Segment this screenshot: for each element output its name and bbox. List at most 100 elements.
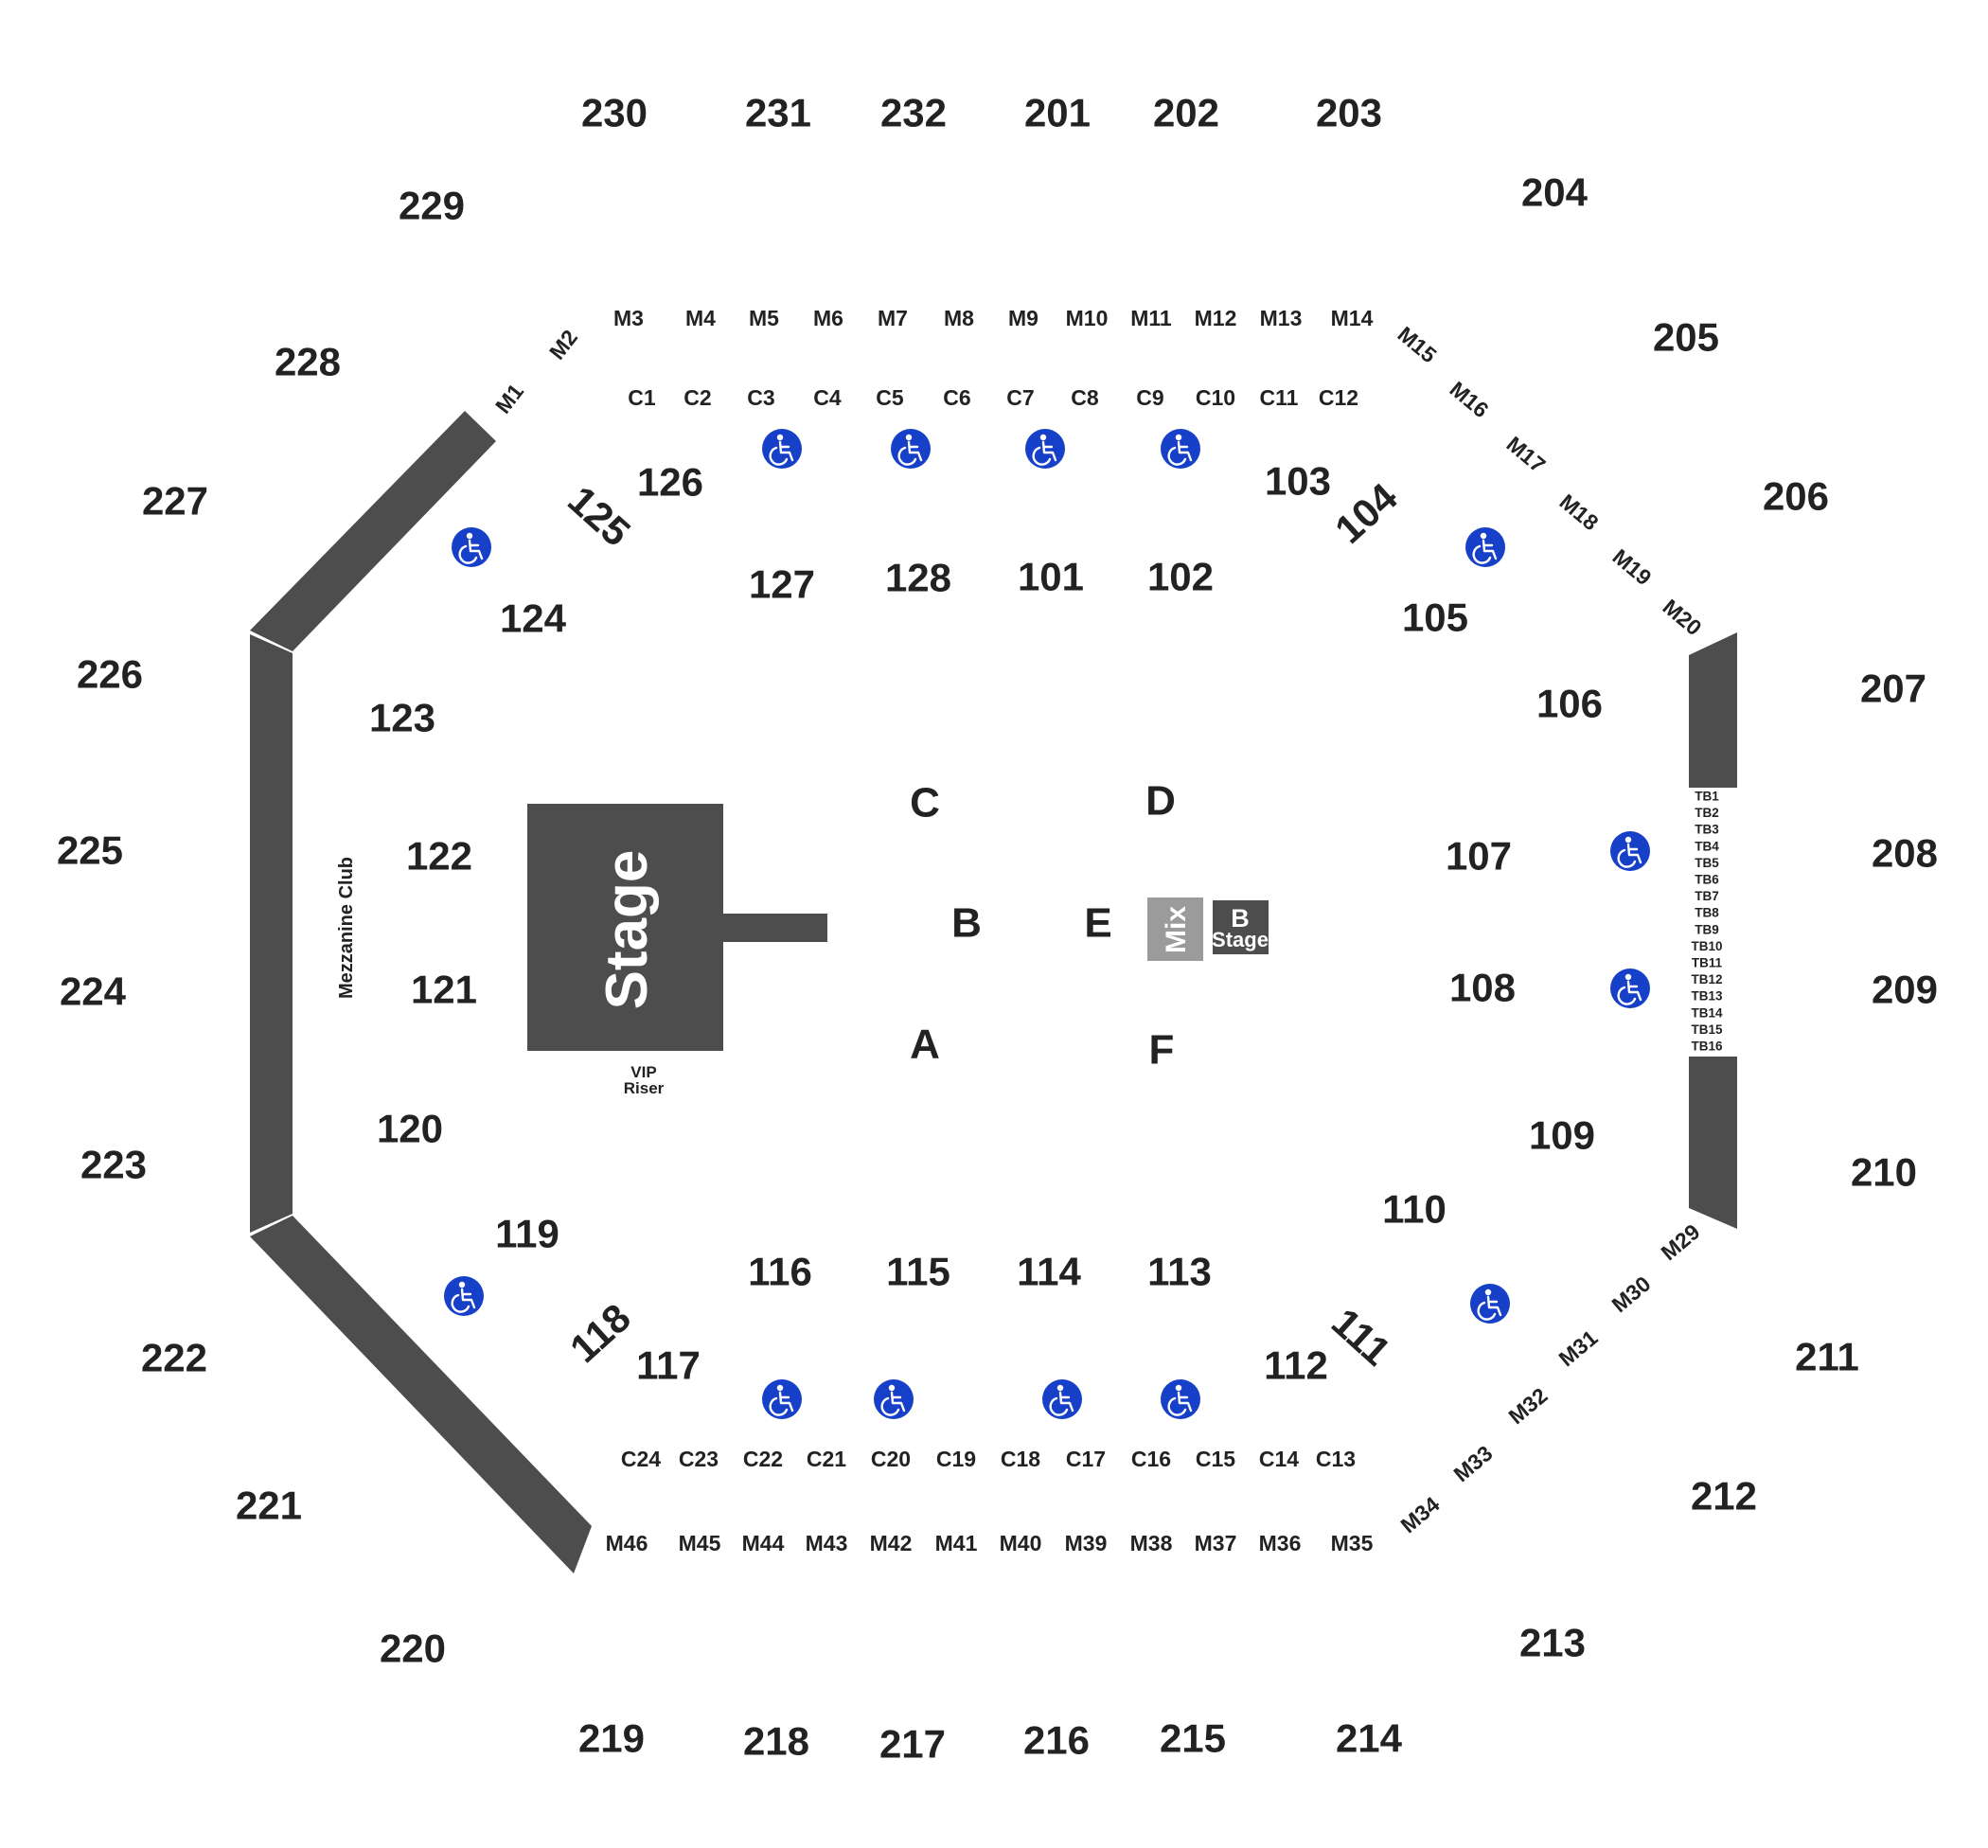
- mezz-m2[interactable]: M2: [544, 325, 582, 364]
- table-box-tb3[interactable]: TB3: [1695, 823, 1719, 837]
- mezz-m36[interactable]: M36: [1259, 1531, 1302, 1555]
- floor-section-D[interactable]: D: [1145, 778, 1176, 825]
- table-box-tb4[interactable]: TB4: [1695, 839, 1719, 853]
- mezz-m38[interactable]: M38: [1130, 1531, 1173, 1555]
- table-box-tb2[interactable]: TB2: [1695, 806, 1719, 820]
- mezz-m1[interactable]: M1: [490, 379, 528, 418]
- section-124[interactable]: 124: [500, 596, 567, 641]
- section-119[interactable]: 119: [495, 1212, 559, 1256]
- section-208[interactable]: 208: [1872, 831, 1938, 876]
- section-105[interactable]: 105: [1402, 595, 1468, 640]
- accessible-seating-icon[interactable]: [452, 527, 491, 567]
- section-203[interactable]: 203: [1316, 91, 1382, 135]
- club-c18[interactable]: C18: [1001, 1447, 1040, 1471]
- section-231[interactable]: 231: [745, 91, 811, 135]
- table-box-tb5[interactable]: TB5: [1695, 856, 1719, 870]
- accessible-seating-icon[interactable]: [1025, 429, 1065, 469]
- mezz-m37[interactable]: M37: [1195, 1531, 1237, 1555]
- mezz-m19[interactable]: M19: [1608, 544, 1657, 591]
- section-209[interactable]: 209: [1872, 968, 1938, 1012]
- section-205[interactable]: 205: [1653, 315, 1719, 360]
- mezz-m8[interactable]: M8: [944, 306, 974, 330]
- club-c3[interactable]: C3: [747, 385, 774, 410]
- mezz-m13[interactable]: M13: [1260, 306, 1303, 330]
- mezz-m7[interactable]: M7: [878, 306, 908, 330]
- section-116[interactable]: 116: [748, 1250, 812, 1294]
- section-114[interactable]: 114: [1017, 1250, 1081, 1294]
- club-c6[interactable]: C6: [943, 385, 970, 410]
- section-118[interactable]: 118: [561, 1295, 639, 1371]
- section-104[interactable]: 104: [1326, 474, 1406, 552]
- accessible-seating-icon[interactable]: [1161, 429, 1200, 469]
- club-c5[interactable]: C5: [876, 385, 904, 410]
- table-box-tb11[interactable]: TB11: [1692, 956, 1723, 970]
- section-126[interactable]: 126: [637, 460, 703, 505]
- section-117[interactable]: 117: [636, 1343, 701, 1388]
- accessible-seating-icon[interactable]: [762, 1379, 802, 1419]
- section-113[interactable]: 113: [1147, 1250, 1212, 1294]
- mezz-m6[interactable]: M6: [813, 306, 843, 330]
- mezz-m32[interactable]: M32: [1504, 1383, 1553, 1430]
- section-202[interactable]: 202: [1153, 91, 1219, 135]
- section-219[interactable]: 219: [578, 1716, 645, 1761]
- mezz-m3[interactable]: M3: [613, 306, 644, 330]
- mezz-m11[interactable]: M11: [1130, 306, 1172, 330]
- section-128[interactable]: 128: [885, 556, 951, 600]
- club-c4[interactable]: C4: [813, 385, 842, 410]
- section-230[interactable]: 230: [581, 91, 648, 135]
- club-c23[interactable]: C23: [679, 1447, 719, 1471]
- section-102[interactable]: 102: [1147, 555, 1214, 599]
- club-c8[interactable]: C8: [1071, 385, 1099, 410]
- section-226[interactable]: 226: [77, 652, 143, 697]
- floor-section-E[interactable]: E: [1084, 900, 1111, 947]
- section-227[interactable]: 227: [142, 479, 208, 524]
- section-122[interactable]: 122: [406, 834, 472, 879]
- b-stage[interactable]: [1213, 900, 1269, 954]
- section-223[interactable]: 223: [80, 1143, 147, 1187]
- section-123[interactable]: 123: [369, 696, 435, 740]
- club-c20[interactable]: C20: [871, 1447, 911, 1471]
- club-c16[interactable]: C16: [1131, 1447, 1171, 1471]
- section-216[interactable]: 216: [1023, 1718, 1090, 1763]
- club-c19[interactable]: C19: [936, 1447, 976, 1471]
- section-125[interactable]: 125: [559, 477, 639, 555]
- mezz-m9[interactable]: M9: [1008, 306, 1038, 330]
- mezz-m34[interactable]: M34: [1396, 1492, 1445, 1538]
- section-103[interactable]: 103: [1265, 459, 1331, 504]
- accessible-seating-icon[interactable]: [1465, 527, 1505, 567]
- mezz-m43[interactable]: M43: [806, 1531, 848, 1555]
- section-229[interactable]: 229: [399, 184, 465, 228]
- mezz-m44[interactable]: M44: [742, 1531, 785, 1555]
- club-c10[interactable]: C10: [1196, 385, 1235, 410]
- accessible-seating-icon[interactable]: [1470, 1284, 1510, 1324]
- club-c12[interactable]: C12: [1319, 385, 1358, 410]
- club-c9[interactable]: C9: [1136, 385, 1163, 410]
- mezz-m18[interactable]: M18: [1555, 489, 1604, 536]
- mezz-m45[interactable]: M45: [679, 1531, 721, 1555]
- table-box-tb1[interactable]: TB1: [1695, 790, 1719, 804]
- section-106[interactable]: 106: [1536, 682, 1603, 726]
- section-108[interactable]: 108: [1449, 966, 1516, 1010]
- mezz-m41[interactable]: M41: [935, 1531, 978, 1555]
- mezz-m12[interactable]: M12: [1195, 306, 1237, 330]
- section-111[interactable]: 111: [1323, 1300, 1399, 1375]
- table-box-tb16[interactable]: TB16: [1691, 1040, 1723, 1054]
- floor-section-A[interactable]: A: [910, 1022, 940, 1068]
- section-228[interactable]: 228: [275, 340, 341, 384]
- mezz-m15[interactable]: M15: [1393, 322, 1442, 368]
- accessible-seating-icon[interactable]: [1161, 1379, 1200, 1419]
- table-box-tb7[interactable]: TB7: [1695, 889, 1719, 903]
- accessible-seating-icon[interactable]: [891, 429, 931, 469]
- section-204[interactable]: 204: [1521, 170, 1589, 215]
- section-115[interactable]: 115: [886, 1250, 950, 1294]
- floor-section-F[interactable]: F: [1149, 1027, 1175, 1074]
- section-214[interactable]: 214: [1336, 1716, 1403, 1761]
- section-210[interactable]: 210: [1851, 1150, 1917, 1195]
- table-box-tb6[interactable]: TB6: [1695, 873, 1719, 887]
- section-213[interactable]: 213: [1519, 1621, 1586, 1665]
- mezz-m46[interactable]: M46: [606, 1531, 648, 1555]
- table-box-tb9[interactable]: TB9: [1695, 922, 1719, 936]
- table-box-tb15[interactable]: TB15: [1691, 1022, 1723, 1037]
- club-c22[interactable]: C22: [743, 1447, 783, 1471]
- mezz-m14[interactable]: M14: [1331, 306, 1374, 330]
